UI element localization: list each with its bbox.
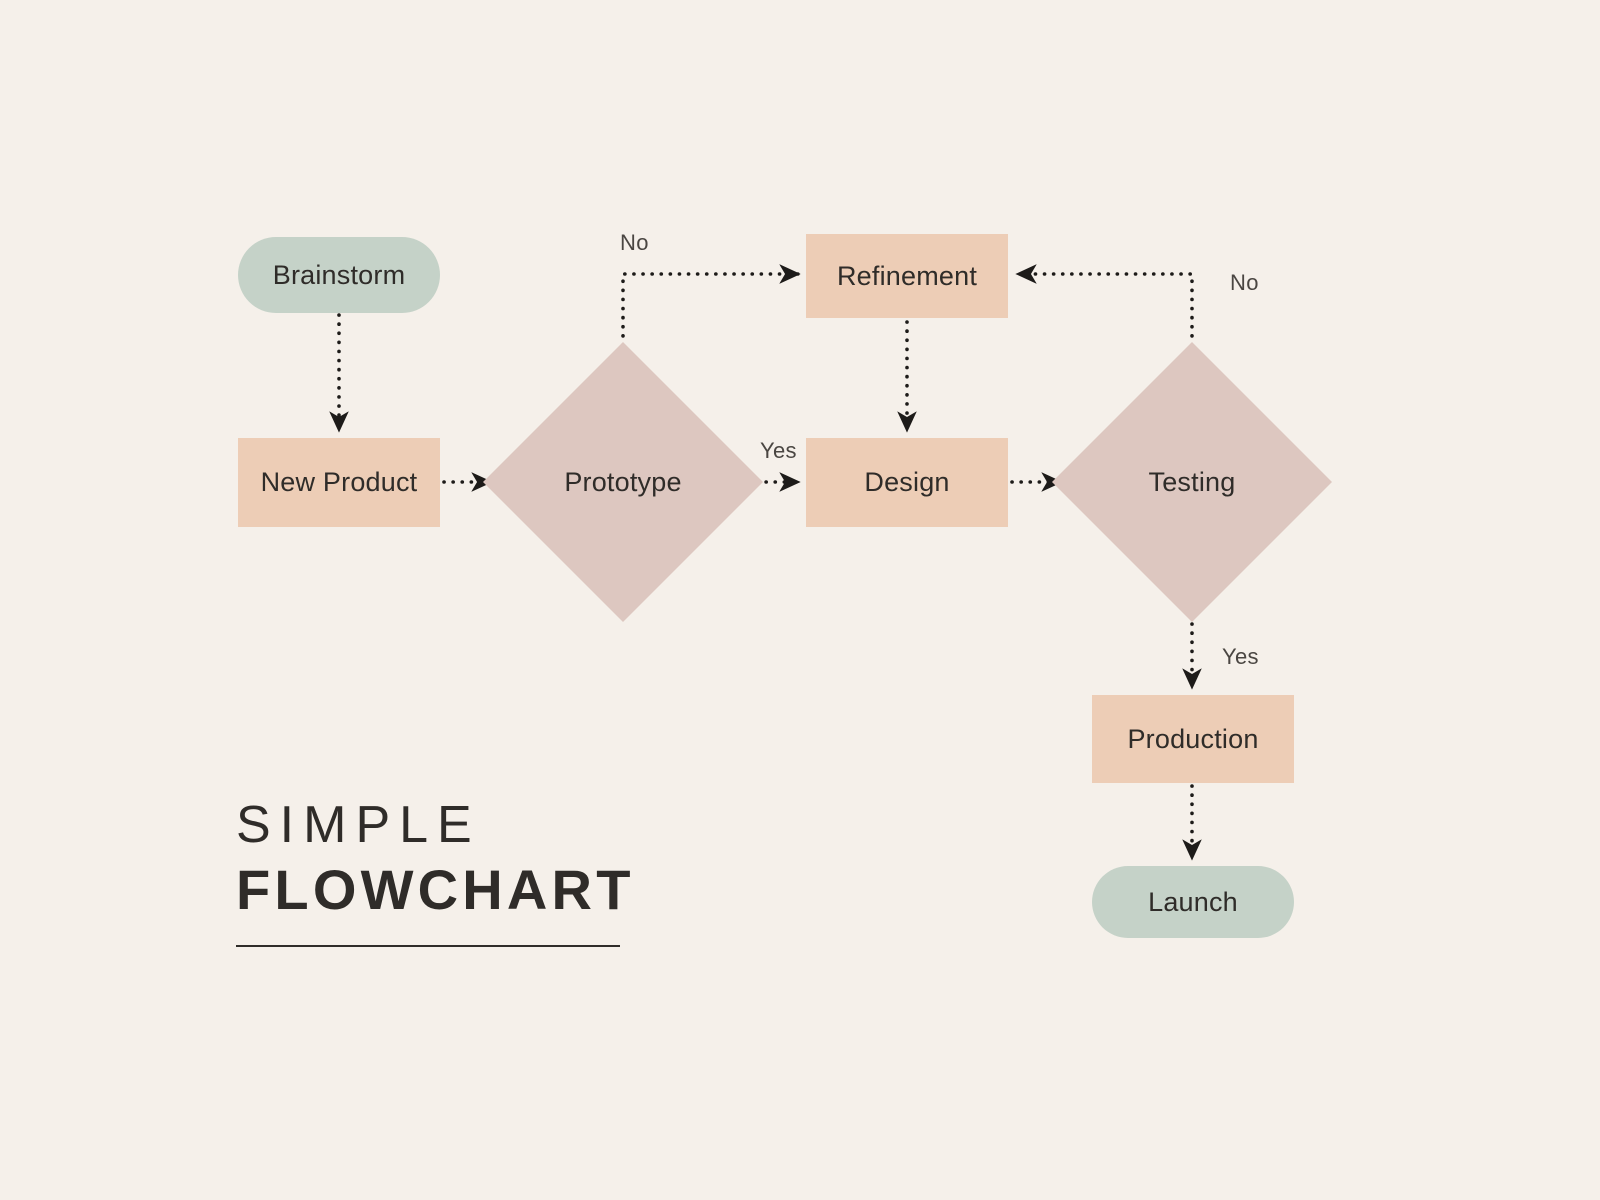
edge-label-no-prototype: No bbox=[620, 230, 649, 255]
title-underline bbox=[236, 945, 620, 948]
title-line-simple: SIMPLE bbox=[236, 796, 481, 854]
title-line-flowchart: FLOWCHART bbox=[236, 857, 635, 921]
node-label-launch: Launch bbox=[1148, 886, 1238, 917]
node-testing[interactable]: Testing bbox=[1051, 341, 1333, 623]
node-refinement[interactable]: Refinement bbox=[806, 234, 1008, 318]
title-block: SIMPLE FLOWCHART bbox=[236, 796, 636, 948]
node-label-new-product: New Product bbox=[260, 467, 418, 497]
node-label-testing: Testing bbox=[1148, 466, 1236, 497]
edge-testing-to-refinement bbox=[1015, 264, 1194, 347]
node-label-prototype: Prototype bbox=[564, 466, 682, 497]
node-label-refinement: Refinement bbox=[836, 260, 978, 291]
node-label-production: Production bbox=[1127, 723, 1259, 754]
edge-prototype-to-refinement bbox=[621, 264, 801, 347]
node-production[interactable]: Production bbox=[1092, 695, 1294, 783]
node-prototype[interactable]: Prototype bbox=[482, 341, 764, 623]
node-new-product[interactable]: New Product bbox=[238, 438, 440, 527]
node-label-design: Design bbox=[864, 467, 950, 497]
edge-label-no-testing: No bbox=[1230, 270, 1259, 295]
node-brainstorm[interactable]: Brainstorm bbox=[238, 237, 440, 313]
node-launch[interactable]: Launch bbox=[1092, 866, 1294, 938]
edge-label-yes-testing: Yes bbox=[1222, 644, 1259, 669]
edge-label-yes-prototype: Yes bbox=[760, 438, 797, 463]
node-label-brainstorm: Brainstorm bbox=[272, 259, 406, 290]
node-design[interactable]: Design bbox=[806, 438, 1008, 527]
